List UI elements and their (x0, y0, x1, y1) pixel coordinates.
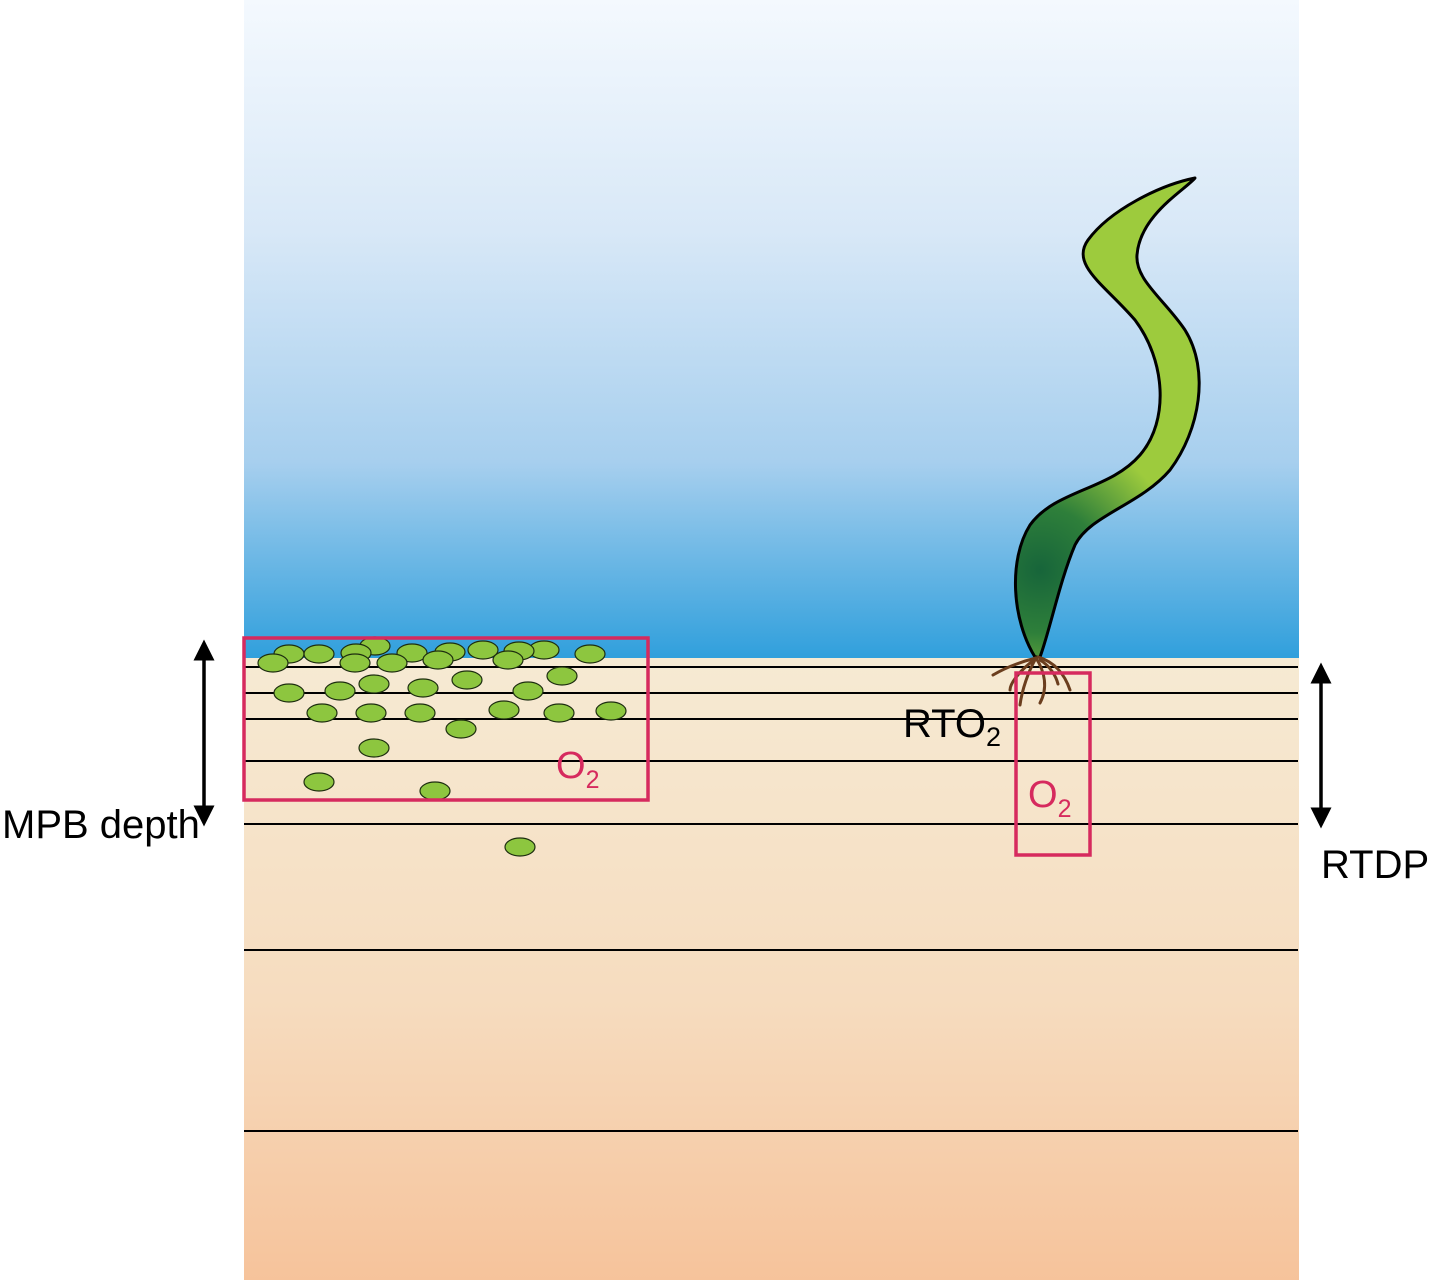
rto2-label: RTO2 (903, 702, 1001, 752)
o2-subscript: 2 (1058, 795, 1072, 823)
microalga-cell (358, 738, 390, 758)
microalga-cell (512, 681, 544, 701)
rto2-main: RTO (903, 702, 986, 746)
microalga-cell (303, 772, 335, 792)
microalga-cell (546, 666, 578, 686)
root-oxygen-box (1014, 671, 1092, 857)
microalga-cell (419, 781, 451, 801)
microalga-cell (407, 678, 439, 698)
microalga-cell (595, 701, 627, 721)
microalga-cell (504, 837, 536, 857)
microalga-cell (324, 681, 356, 701)
microalga-cell (574, 644, 606, 664)
mpb-oxygen-box (242, 636, 650, 802)
rto2-subscript: 2 (986, 722, 1001, 752)
microalga-cell (543, 703, 575, 723)
microalga-cell (306, 703, 338, 723)
o2-subscript: 2 (586, 766, 600, 794)
microalga-cell (404, 703, 436, 723)
microalga-cell (467, 640, 499, 660)
root-o2-label: O2 (1028, 774, 1071, 823)
microalga-cell (355, 703, 387, 723)
seagrass-leaf (1013, 176, 1201, 659)
microalga-cell (422, 650, 454, 670)
microalga-cell (273, 683, 305, 703)
root (1036, 655, 1072, 692)
microalga-cell (445, 719, 477, 739)
root (1034, 656, 1047, 705)
o2-main: O (556, 745, 586, 787)
mpb-o2-label: O2 (556, 745, 599, 794)
microalga-cell (451, 670, 483, 690)
microalga-cell (488, 700, 520, 720)
water-column (244, 0, 1299, 660)
rtdp-label: RTDP (1321, 843, 1429, 887)
microalga-cell (257, 653, 289, 673)
microalgae-cells (257, 636, 627, 857)
microalga-cell (339, 653, 371, 673)
o2-main: O (1028, 774, 1058, 816)
root (991, 656, 1038, 677)
sediment (244, 658, 1299, 1280)
microalga-cell (303, 644, 335, 664)
microalga-cell (358, 674, 390, 694)
mpb-depth-label: MPB depth (2, 803, 200, 847)
microalga-cell (492, 650, 524, 670)
microalga-cell (376, 653, 408, 673)
